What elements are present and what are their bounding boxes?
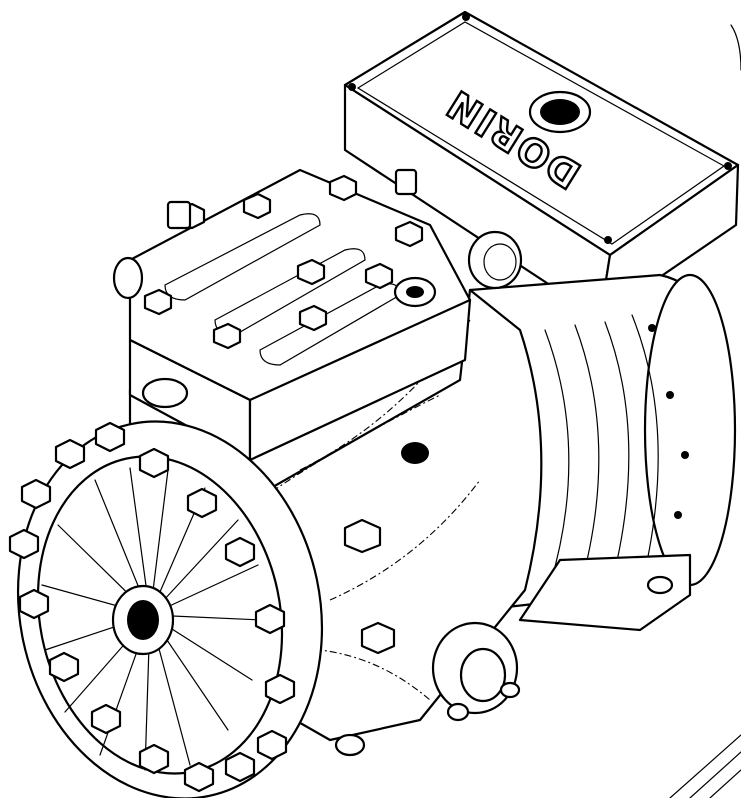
service-valves xyxy=(112,168,523,409)
floor-lines xyxy=(669,734,741,798)
motor-foot xyxy=(518,553,692,632)
terminal-box xyxy=(343,10,740,320)
head-bolts xyxy=(143,174,424,350)
bearing-cover xyxy=(16,420,324,798)
flange-bolts xyxy=(8,421,296,793)
lower-ports xyxy=(334,518,521,757)
cover-emblem-icon xyxy=(127,600,159,640)
edge-arc xyxy=(730,24,741,71)
brand-emblem-icon xyxy=(528,90,592,134)
